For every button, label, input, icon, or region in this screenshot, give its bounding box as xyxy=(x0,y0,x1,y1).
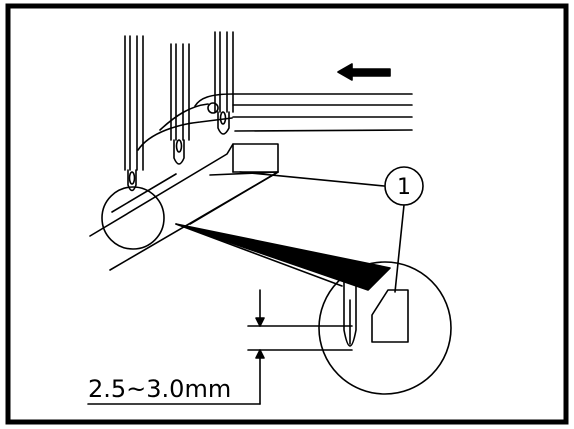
feed-direction-arrow xyxy=(337,63,391,81)
diagram-frame xyxy=(5,3,569,425)
dimension-label: 2.5~3.0mm xyxy=(88,375,231,403)
magnified-needle xyxy=(343,281,357,347)
needle-bar-lines xyxy=(159,93,413,132)
dimension-lines xyxy=(87,289,353,405)
needle-guard-block xyxy=(89,143,279,271)
magnified-detail-circle xyxy=(318,261,452,395)
callout-leaders xyxy=(239,171,405,293)
magnified-needle-guard xyxy=(371,289,409,343)
callout-number: 1 xyxy=(397,175,411,200)
detail-source-circle xyxy=(101,186,165,250)
needle-clamp-curve xyxy=(137,117,233,151)
needle-middle xyxy=(170,43,190,165)
magnification-wedge xyxy=(175,223,391,291)
needle-right xyxy=(214,31,234,135)
needle-left xyxy=(124,35,144,192)
callout-circle xyxy=(384,166,424,206)
